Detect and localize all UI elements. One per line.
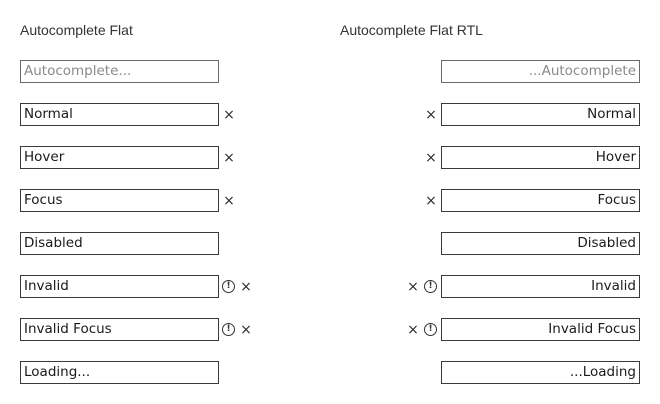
autocomplete-rtl-input-hover[interactable]: Hover [441,146,640,169]
autocomplete-input-placeholder[interactable]: Autocomplete... [20,60,219,83]
ltr-column-title: Autocomplete Flat [20,22,133,38]
autocomplete-input-hover[interactable]: Hover [20,146,219,169]
autocomplete-rtl-input-loading[interactable]: ...Loading [441,361,640,384]
clear-icon[interactable]: × [223,107,235,123]
autocomplete-input-invalid-focus[interactable]: Invalid Focus [20,318,219,341]
autocomplete-rtl-input-focus[interactable]: Focus [441,189,640,212]
autocomplete-rtl-input-invalid[interactable]: Invalid [441,275,640,298]
clear-icon[interactable]: × [223,150,235,166]
clear-icon[interactable]: × [425,107,437,123]
autocomplete-input-loading[interactable]: Loading... [20,361,219,384]
clear-icon[interactable]: × [240,279,252,295]
clear-icon[interactable]: × [240,322,252,338]
autocomplete-input-normal[interactable]: Normal [20,103,219,126]
clear-icon[interactable]: × [425,150,437,166]
autocomplete-rtl-input-disabled: Disabled [441,232,640,255]
clear-icon[interactable]: × [407,279,419,295]
warning-icon: ! [424,323,437,336]
clear-icon[interactable]: × [425,193,437,209]
warning-icon: ! [424,280,437,293]
autocomplete-input-invalid[interactable]: Invalid [20,275,219,298]
warning-icon: ! [222,323,235,336]
autocomplete-rtl-input-placeholder[interactable]: ...Autocomplete [441,60,640,83]
clear-icon[interactable]: × [407,322,419,338]
autocomplete-rtl-input-normal[interactable]: Normal [441,103,640,126]
clear-icon[interactable]: × [223,193,235,209]
warning-icon: ! [222,280,235,293]
autocomplete-input-focus[interactable]: Focus [20,189,219,212]
autocomplete-input-disabled: Disabled [20,232,219,255]
rtl-column-title: Autocomplete Flat RTL [340,22,483,38]
autocomplete-rtl-input-invalid-focus[interactable]: Invalid Focus [441,318,640,341]
